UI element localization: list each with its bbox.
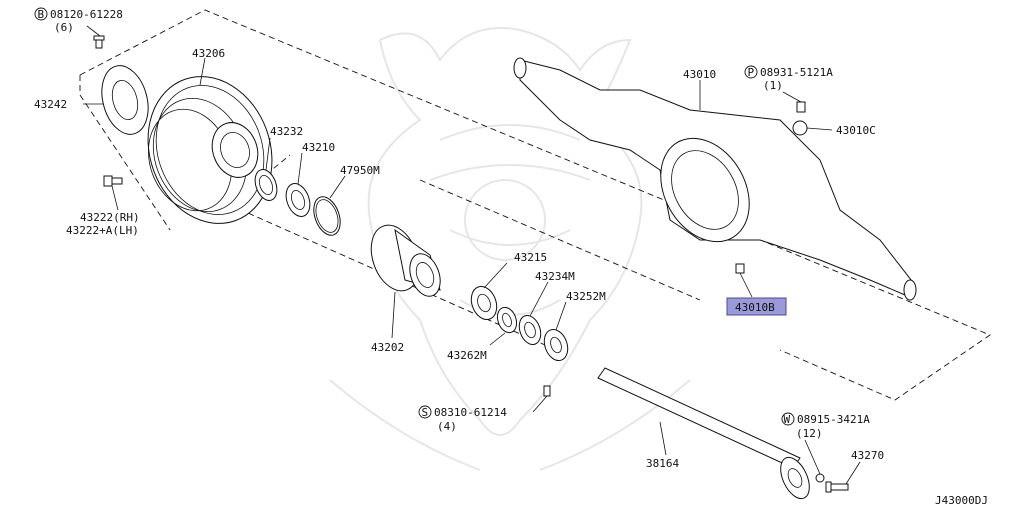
- diagram-id: J43000DJ: [935, 494, 988, 507]
- spacer-43262M[interactable]: [494, 305, 520, 336]
- svg-text:08915-3421A: 08915-3421A: [797, 413, 870, 426]
- svg-text:43222(RH): 43222(RH): [80, 211, 140, 224]
- backing-plate[interactable]: [95, 60, 156, 139]
- bearing-43215[interactable]: [467, 283, 501, 323]
- label-43232[interactable]: 43232: [270, 125, 303, 138]
- watermark-emblem: [329, 27, 691, 471]
- oil-seal-43232[interactable]: [251, 167, 281, 204]
- label-43206[interactable]: 43206: [192, 47, 225, 60]
- nut-43252M[interactable]: [540, 326, 572, 364]
- lock-washer-43234M[interactable]: [515, 312, 544, 347]
- label-08310[interactable]: S 08310-61214 (4): [418, 405, 507, 433]
- svg-text:08310-61214: 08310-61214: [434, 406, 507, 419]
- label-08915[interactable]: W 08915-3421A (12): [781, 412, 870, 440]
- label-43010C[interactable]: 43010C: [836, 124, 876, 137]
- washer-08915[interactable]: [815, 473, 825, 483]
- label-43010[interactable]: 43010: [683, 68, 716, 81]
- label-43242[interactable]: 43242: [34, 98, 67, 111]
- label-43270[interactable]: 43270: [851, 449, 884, 462]
- svg-text:P: P: [748, 66, 755, 79]
- label-43222[interactable]: 43222(RH) 43222+A(LH): [66, 211, 140, 237]
- label-38164[interactable]: 38164: [646, 457, 679, 470]
- svg-text:S: S: [422, 406, 429, 419]
- label-08120[interactable]: B 08120-61228 (6): [34, 7, 123, 34]
- label-43252M[interactable]: 43252M: [566, 290, 606, 303]
- label-43215[interactable]: 43215: [514, 251, 547, 264]
- label-47950M[interactable]: 47950M: [340, 164, 380, 177]
- svg-text:43222+A(LH): 43222+A(LH): [66, 224, 139, 237]
- bolt-08120[interactable]: [93, 35, 105, 49]
- axle-housing-43010[interactable]: [513, 57, 917, 301]
- axle-shaft-38164[interactable]: [597, 367, 815, 503]
- svg-text:(4): (4): [437, 420, 457, 433]
- brake-drum[interactable]: [128, 59, 292, 241]
- bolt-43270[interactable]: [825, 481, 849, 493]
- stud-bolt-43222[interactable]: [103, 175, 123, 187]
- svg-text:B: B: [38, 8, 45, 21]
- bearing-43210[interactable]: [282, 180, 314, 219]
- label-43202[interactable]: 43202: [371, 341, 404, 354]
- label-08931[interactable]: P 08931-5121A (1): [744, 65, 833, 92]
- screw-08310[interactable]: [543, 385, 551, 397]
- wheel-hub-43202[interactable]: [363, 219, 446, 301]
- label-43262M[interactable]: 43262M: [447, 349, 487, 362]
- label-43010B[interactable]: 43010B: [726, 297, 787, 316]
- leader-lines: [83, 25, 861, 485]
- svg-text:(1): (1): [763, 79, 783, 92]
- svg-text:(12): (12): [796, 427, 823, 440]
- label-43234M[interactable]: 43234M: [535, 270, 575, 283]
- svg-text:08120-61228: 08120-61228: [50, 8, 123, 21]
- o-ring-47950M[interactable]: [309, 193, 345, 239]
- svg-text:(6): (6): [54, 21, 74, 34]
- label-43210[interactable]: 43210: [302, 141, 335, 154]
- svg-text:43010B: 43010B: [735, 301, 775, 314]
- svg-text:08931-5121A: 08931-5121A: [760, 66, 833, 79]
- svg-text:W: W: [784, 413, 791, 426]
